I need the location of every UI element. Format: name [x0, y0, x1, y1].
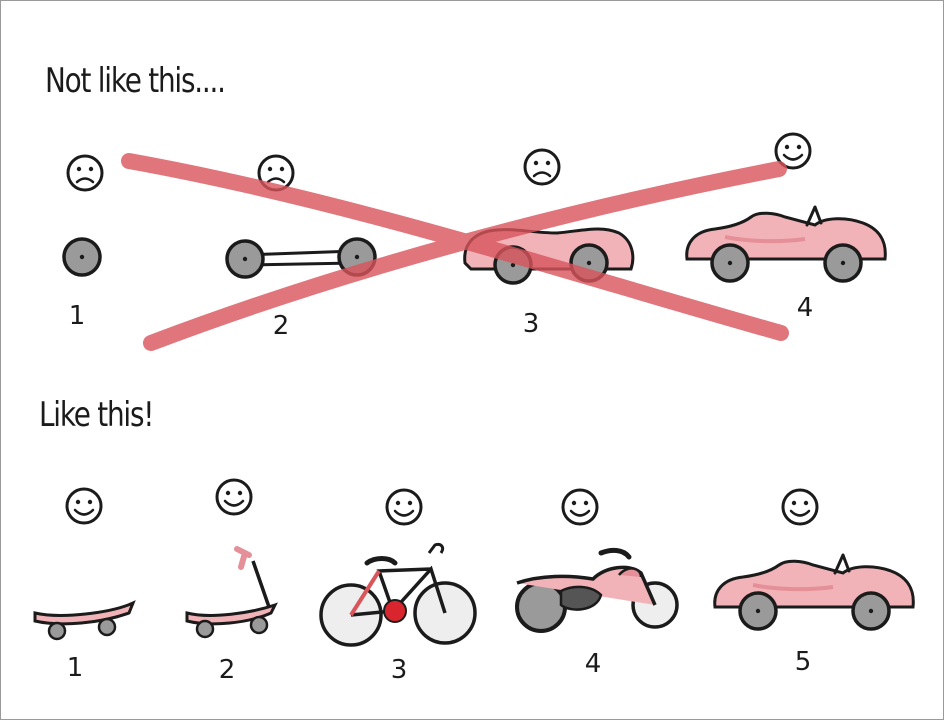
bad-row-step-3-face-sad-icon — [523, 148, 561, 186]
good-row-step-5-face-happy-icon — [781, 488, 819, 526]
good-row-step-3-face-happy-icon — [385, 488, 423, 526]
bad-row-step-4-convertible-icon — [687, 207, 886, 281]
good-row-step-3-bicycle-icon — [319, 543, 477, 647]
good-row-step-1-skateboard-icon — [33, 600, 136, 641]
bad-row-step-1-face-sad-icon — [66, 154, 104, 192]
heading-like-this: Like this! — [39, 395, 154, 435]
good-row-step-3-number: 3 — [390, 655, 408, 685]
good-row-step-2-face-happy-icon — [215, 478, 253, 516]
good-row-step-2-scooter-icon — [185, 546, 278, 639]
good-row-step-4-motorcycle-icon — [515, 547, 679, 633]
good-row-step-1-face-happy-icon — [65, 487, 103, 525]
good-row-step-4-face-happy-icon — [561, 488, 599, 526]
bad-row-step-3-number: 3 — [522, 309, 540, 339]
good-row-step-5-convertible-icon — [715, 555, 914, 629]
bad-row-step-2-axle-icon — [225, 237, 377, 279]
good-row-step-4-number: 4 — [584, 649, 602, 679]
heading-not-like-this: Not like this.... — [45, 61, 226, 101]
good-row-step-5-number: 5 — [794, 647, 812, 677]
bad-row-step-1-number: 1 — [68, 301, 86, 331]
red-cross-out — [121, 153, 789, 351]
bad-row-step-4-number: 4 — [796, 293, 814, 323]
good-row-step-2-number: 2 — [218, 655, 236, 685]
bad-row-step-2-number: 2 — [272, 311, 290, 341]
bad-row-step-1-wheel-icon — [62, 237, 102, 277]
good-row-step-1-number: 1 — [66, 653, 84, 683]
